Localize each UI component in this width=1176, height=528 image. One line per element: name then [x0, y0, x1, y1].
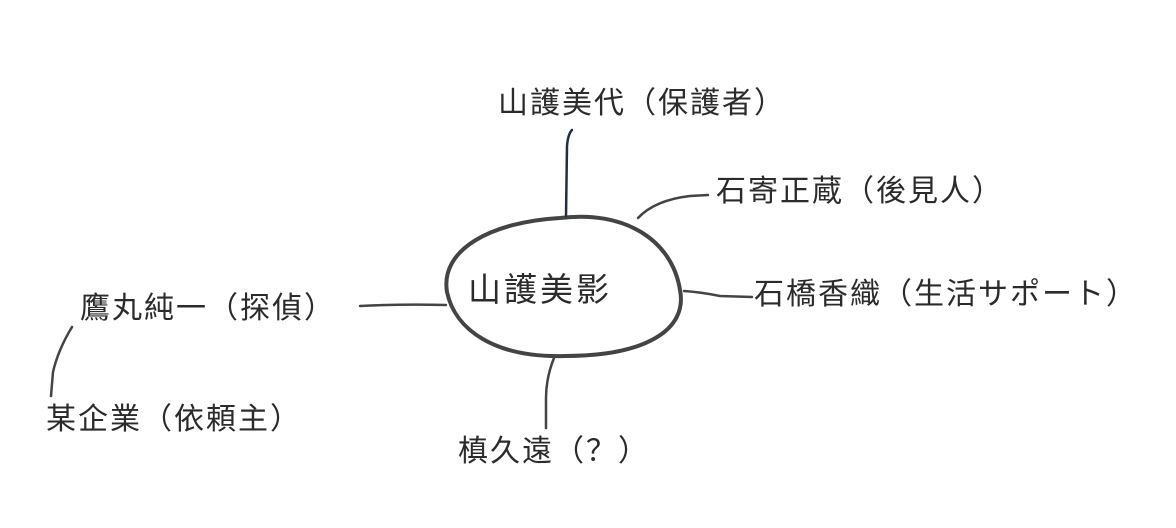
node-support: 石橋香織（生活サポート）	[754, 277, 1138, 312]
node-unknown: 槙久遠（？）	[458, 434, 650, 469]
edge-trustee	[636, 193, 710, 220]
edge-detective	[358, 303, 448, 308]
node-client: 某企業（依頼主）	[46, 402, 302, 437]
center-node-outline	[444, 214, 683, 359]
node-trustee: 石寄正蔵（後見人）	[716, 174, 1004, 209]
node-guardian: 山護美代（保護者）	[498, 86, 786, 121]
edge-support	[682, 289, 754, 299]
edge-unknown	[544, 356, 556, 430]
edge-detective-client	[49, 325, 74, 398]
node-detective: 鷹丸純一（探偵）	[80, 291, 336, 326]
center-node-label: 山護美影	[468, 270, 612, 309]
edge-guardian	[564, 128, 574, 218]
